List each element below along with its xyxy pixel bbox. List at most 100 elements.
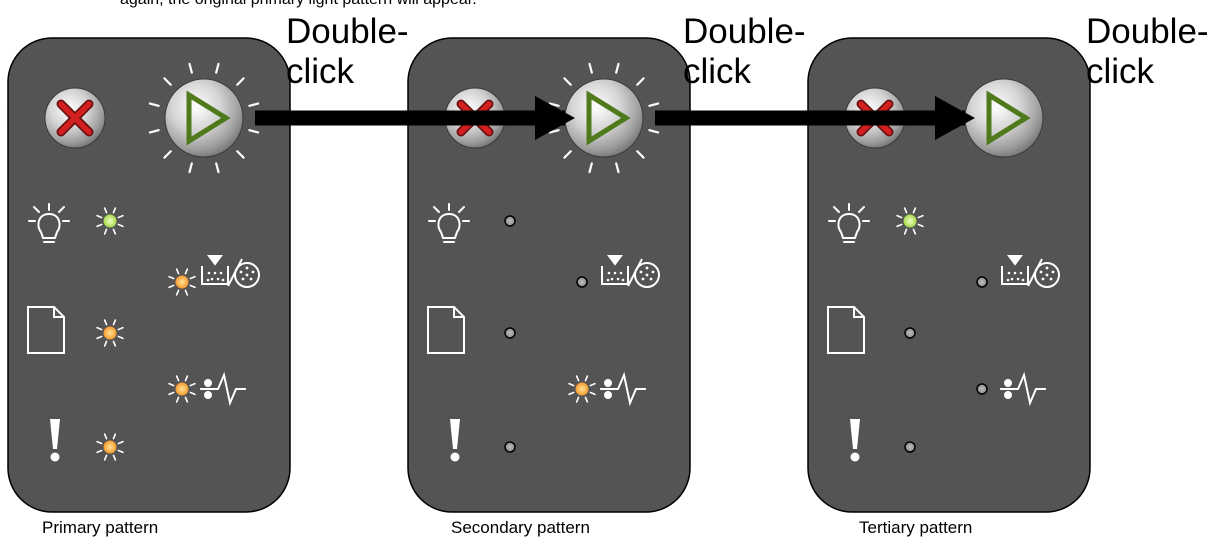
continue-button[interactable] (148, 62, 260, 174)
jam-roller (1004, 391, 1012, 399)
panel-body (7, 37, 291, 513)
blink-ray (96, 335, 103, 340)
button-face[interactable] (964, 78, 1044, 158)
continue-blink-rays (148, 62, 260, 174)
button-face[interactable] (164, 78, 244, 158)
blink-ray (184, 289, 189, 296)
blink-ray (588, 62, 593, 74)
blink-ray (112, 454, 117, 461)
caption-tertiary: Tertiary pattern (859, 518, 973, 537)
toner-drop (207, 255, 223, 266)
double-click-label-3: Double- click (1086, 12, 1209, 92)
paper-jam-light (976, 383, 988, 395)
blink-ray (96, 440, 103, 445)
continue-button[interactable] (548, 62, 660, 174)
drum-dot (241, 277, 245, 281)
blink-ray (903, 207, 908, 214)
jam-line (200, 371, 246, 407)
load-paper-icon (27, 306, 65, 354)
transition-arrows (255, 96, 975, 140)
toner-drum-icon (601, 255, 660, 288)
panel-body (807, 37, 1091, 513)
error-icon (850, 419, 860, 462)
error-light (904, 441, 916, 453)
blink-ray (175, 268, 180, 275)
arrow-head-1 (535, 96, 575, 140)
blink-ray (103, 340, 108, 347)
button-face[interactable] (564, 78, 644, 158)
toner-dot (1013, 271, 1017, 275)
blink-ray (548, 129, 560, 134)
ready-light-icon (828, 203, 870, 243)
led-off (504, 327, 516, 339)
ready-light (504, 215, 516, 227)
jam-roller (604, 391, 612, 399)
operator-panel-1 (7, 37, 291, 513)
blink-ray (184, 268, 189, 275)
blink-ray (117, 214, 124, 219)
bulb-ray (33, 206, 40, 213)
double-click-line2: click (1086, 52, 1155, 91)
continue-triangle-icon (986, 90, 1031, 146)
continue-button[interactable] (964, 78, 1044, 158)
paper-jam-light (568, 375, 596, 403)
cancel-x-icon (58, 101, 92, 135)
ready-light (96, 207, 124, 235)
blink-rays (896, 207, 924, 235)
blink-ray (175, 289, 180, 296)
drum-circle (234, 262, 260, 288)
blink-ray (236, 150, 245, 159)
bulb-ray (433, 206, 440, 213)
blink-ray (917, 223, 924, 228)
drum-circle (1034, 262, 1060, 288)
led-orange (175, 275, 189, 289)
jam-roller (204, 391, 212, 399)
led-off (504, 441, 516, 453)
toner-tray (201, 266, 229, 285)
toner-tray (601, 266, 629, 285)
drum-dot (645, 273, 649, 277)
jam-roller (1004, 379, 1012, 387)
blink-ray (189, 391, 196, 396)
toner-dot (1007, 271, 1011, 275)
bulb-ray (833, 206, 840, 213)
blink-ray (112, 207, 117, 214)
drum-dot (649, 277, 653, 281)
cancel-button[interactable] (44, 87, 106, 149)
blink-ray (117, 449, 124, 454)
blink-ray (96, 214, 103, 219)
blink-ray (112, 340, 117, 347)
blink-ray (563, 77, 572, 86)
exclamation-bar (850, 419, 860, 449)
drum-dot (245, 266, 249, 270)
toner-drum-icon (1001, 255, 1060, 288)
exclamation-dot (850, 452, 860, 462)
toner-dot (207, 271, 211, 275)
blink-ray (117, 335, 124, 340)
drum-dot (249, 277, 253, 281)
blink-ray (548, 102, 560, 107)
caption-primary: Primary pattern (42, 518, 159, 537)
led-orange (175, 382, 189, 396)
toner-dot (1010, 277, 1014, 281)
double-click-label-1: Double- click (286, 12, 409, 92)
blink-ray (112, 319, 117, 326)
blink-ray (903, 228, 908, 235)
blink-ray (575, 396, 580, 403)
blink-ray (575, 375, 580, 382)
blink-ray (103, 433, 108, 440)
toner-dot (616, 277, 620, 281)
blink-ray (248, 102, 260, 107)
blink-ray (589, 382, 596, 387)
ready-light-icon (28, 203, 70, 243)
toner-dot (221, 278, 225, 282)
double-click-line1: Double- (683, 12, 806, 51)
blink-ray (584, 396, 589, 403)
blink-ray (648, 129, 660, 134)
blink-ray (117, 223, 124, 228)
blink-ray (103, 319, 108, 326)
blink-ray (189, 284, 196, 289)
error-light (96, 433, 124, 461)
continue-blink-rays (548, 62, 660, 174)
